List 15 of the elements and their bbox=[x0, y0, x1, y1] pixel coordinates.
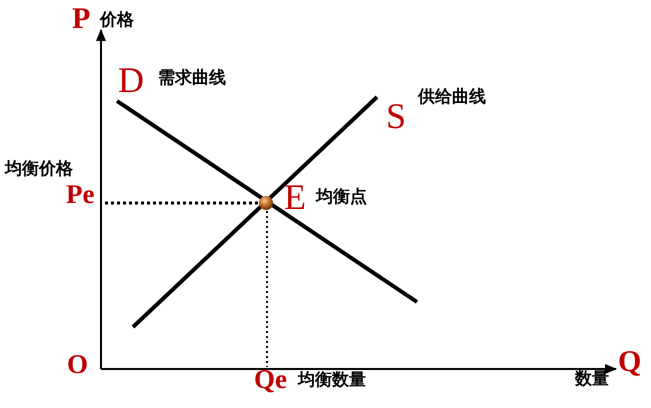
axis-label: 数量 bbox=[575, 371, 609, 388]
axis-label: 均衡数量 bbox=[298, 372, 366, 389]
axis-label: Qe bbox=[254, 366, 287, 393]
axis-label: 均衡点 bbox=[316, 189, 367, 206]
axis-label: 均衡价格 bbox=[5, 161, 73, 178]
axis-label: Pe bbox=[66, 181, 94, 208]
axis-label: Q bbox=[618, 347, 642, 377]
axis-label: O bbox=[67, 351, 88, 378]
axis-label: S bbox=[386, 98, 406, 134]
axis-label: 需求曲线 bbox=[158, 70, 226, 87]
axis-label: 价格 bbox=[100, 12, 134, 29]
axis-label: 供给曲线 bbox=[418, 89, 486, 106]
axis-label: P bbox=[72, 4, 90, 34]
axis-label: E bbox=[284, 179, 306, 215]
axis-label: D bbox=[118, 62, 144, 98]
